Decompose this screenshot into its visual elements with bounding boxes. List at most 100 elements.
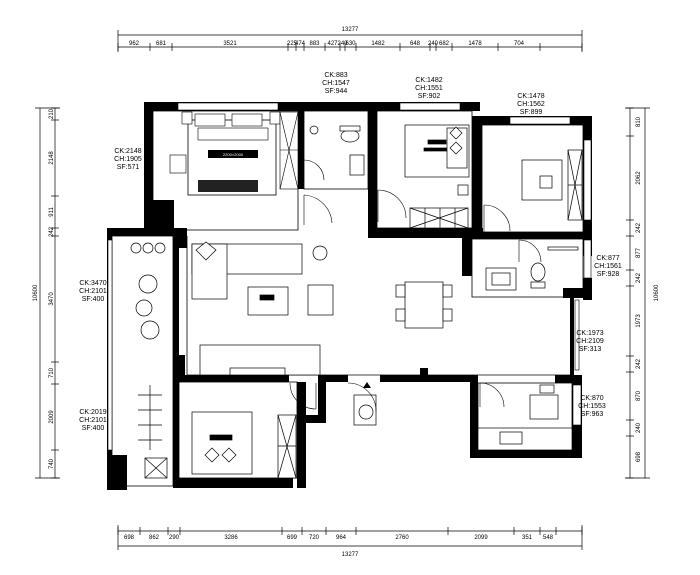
right-dim-label: 698 (636, 451, 642, 462)
bottom-dim-label: 862 (149, 535, 160, 541)
top-dim-label: 1478 (468, 41, 482, 47)
left-dim-label: 2148 (49, 151, 55, 165)
right-dim-label: 240 (636, 422, 642, 433)
right-dim-label: 810 (636, 116, 642, 127)
left-dim-label: 242 (49, 226, 55, 237)
overall-height-left: 10600 (33, 284, 39, 301)
room-ch-value: CH:1562 (517, 101, 545, 108)
right-dimensions (625, 107, 650, 479)
left-dim-label: 210 (49, 108, 55, 119)
top-dimensions (117, 30, 583, 52)
master-bed: 2200×2000 (169, 111, 281, 196)
right-dim-label: 870 (636, 390, 642, 401)
left-dim-label: 710 (49, 367, 55, 378)
left-dim-label: 3470 (49, 292, 55, 306)
bottom-dim-label: 699 (287, 535, 298, 541)
room-sf-value: SF:400 (82, 296, 105, 303)
room-sf-value: SF:928 (597, 271, 620, 278)
top-dim-label: 3521 (223, 41, 237, 47)
top-dim-label: 681 (156, 41, 167, 47)
bathroom2-fixtures (485, 246, 579, 291)
top-dim-label: 630 (345, 41, 356, 47)
room-sf-value: SF:902 (418, 93, 441, 100)
room-sf-value: SF:944 (325, 88, 348, 95)
room-ch-value: CH:2101 (79, 288, 107, 295)
right-dim-label: 242 (636, 272, 642, 283)
bottom-dim-label: 290 (169, 535, 180, 541)
top-dim-label: 474 (295, 41, 306, 47)
room-ck-value: CK:3470 (79, 280, 106, 287)
top-dim-label: 962 (129, 41, 140, 47)
left-dimensions (35, 107, 60, 479)
bottom-dim-label: 351 (522, 535, 533, 541)
room-sf-value: SF:571 (117, 164, 140, 171)
dining-set (395, 281, 453, 329)
top-dim-label: 648 (410, 41, 421, 47)
bedroom3-furniture (521, 149, 583, 221)
bedroom4-furniture (191, 411, 297, 479)
top-dim-label: 240 (337, 41, 348, 47)
bed-size-label: 2200×2000 (223, 152, 244, 157)
balcony-items (130, 242, 168, 479)
windows (107, 102, 592, 451)
room-ch-value: CH:2109 (576, 338, 604, 345)
room-ck-value: CK:1482 (415, 77, 442, 84)
bottom-dimensions (117, 525, 583, 550)
right-dim-label: 242 (636, 222, 642, 233)
room-ck-value: CK:1478 (517, 93, 544, 100)
room-sf-value: SF:313 (579, 346, 602, 353)
room-ch-value: CH:1547 (322, 80, 350, 87)
right-dim-label: 877 (636, 247, 642, 258)
room-ch-value: CH:1905 (114, 156, 142, 163)
right-dim-label: 242 (636, 358, 642, 369)
top-dim-label: 682 (439, 41, 450, 47)
left-dim-label: 740 (49, 458, 55, 469)
master-wardrobe (279, 111, 299, 190)
entrance-icon (353, 368, 428, 426)
master-bath-fixtures (309, 125, 365, 176)
left-dim-label: 911 (49, 207, 55, 217)
top-dim-label: 240 (428, 41, 439, 47)
room-ch-value: CH:1553 (578, 403, 606, 410)
bottom-dim-label: 548 (543, 535, 554, 541)
top-dim-label: 704 (514, 41, 525, 47)
overall-width-bottom: 13277 (342, 552, 359, 558)
room-ch-value: CH:1561 (594, 263, 622, 270)
overall-width-top: 13277 (342, 27, 359, 33)
living-room-furniture (191, 241, 334, 376)
top-dim-label: 427 (327, 41, 338, 47)
room-ck-value: CK:877 (596, 255, 619, 262)
room-ck-value: CK:870 (580, 395, 603, 402)
left-dim-label: 2009 (49, 410, 55, 424)
room-sf-value: SF:899 (520, 109, 543, 116)
right-dim-label: 1973 (636, 314, 642, 328)
overall-height-right: 10600 (654, 284, 660, 301)
room-annotations: CK:2148CH:1905SF:571CK:883CH:1547SF:944C… (79, 72, 622, 432)
top-dim-label: 883 (309, 41, 320, 47)
bottom-dim-label: 2760 (395, 535, 409, 541)
top-dim-label: 225 (287, 41, 298, 47)
room-sf-value: SF:963 (581, 411, 604, 418)
room-ck-value: CK:883 (324, 72, 347, 79)
bottom-dim-label: 720 (309, 535, 320, 541)
room-ch-value: CH:2101 (79, 417, 107, 424)
bottom-dim-label: 698 (124, 535, 135, 541)
kitchen-fixtures (477, 384, 573, 451)
room-ch-value: CH:1551 (415, 85, 443, 92)
doors (289, 159, 542, 412)
room-ck-value: CK:2019 (79, 409, 106, 416)
bedroom2-furniture (404, 124, 470, 229)
room-sf-value: SF:400 (82, 425, 105, 432)
top-dim-label: 1482 (371, 41, 385, 47)
room-ck-value: CK:2148 (114, 148, 141, 155)
